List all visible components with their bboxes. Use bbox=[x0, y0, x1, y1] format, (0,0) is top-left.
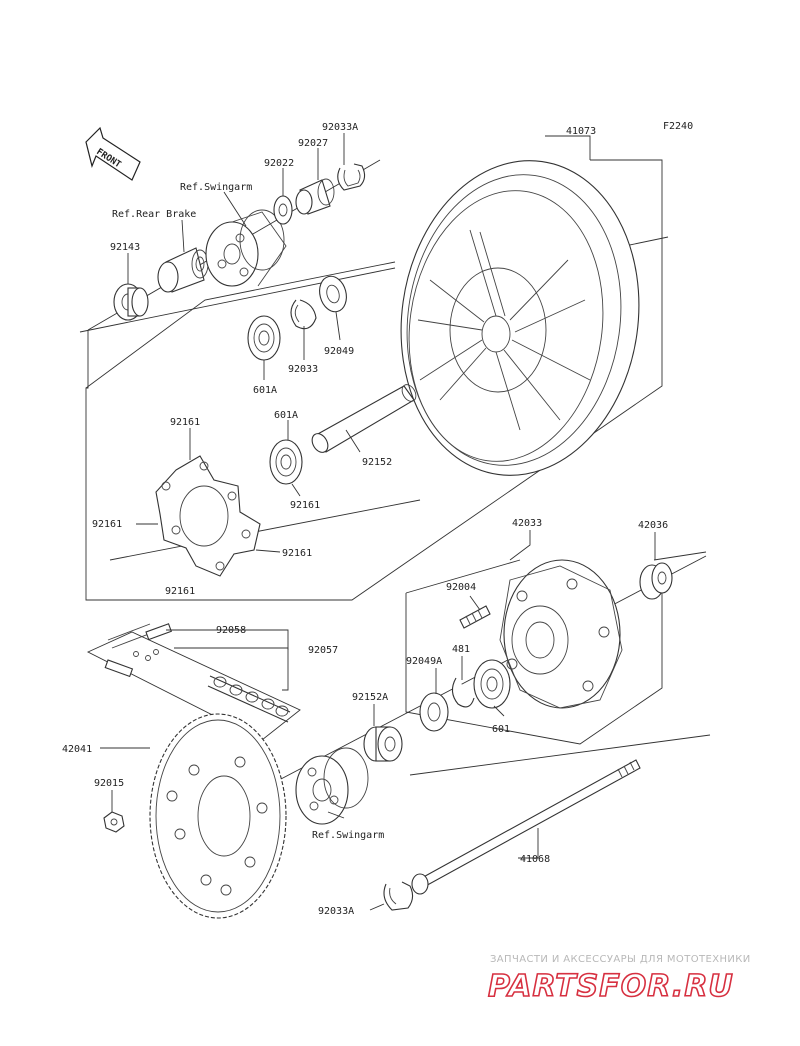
nut-92015 bbox=[103, 811, 125, 833]
label-41068: 41068 bbox=[520, 854, 550, 865]
label-92033a-top: 92033A bbox=[322, 122, 358, 133]
drive-chain-92057 bbox=[207, 675, 291, 723]
bearing-601a-mid bbox=[269, 439, 303, 485]
rear-brake-sleeve bbox=[157, 247, 209, 293]
stud-92004 bbox=[459, 605, 491, 629]
label-92161-mid: 92161 bbox=[290, 500, 320, 511]
label-92004: 92004 bbox=[446, 582, 476, 593]
label-601a-top: 601A bbox=[253, 385, 277, 396]
label-42033: 42033 bbox=[512, 518, 542, 529]
figure-code: F2240 bbox=[663, 121, 693, 132]
collar-92143 bbox=[113, 283, 149, 321]
label-42041: 42041 bbox=[62, 744, 92, 755]
label-ref-rear-brake: Ref.Rear Brake bbox=[112, 209, 196, 220]
label-41073: 41073 bbox=[566, 126, 596, 137]
label-92027: 92027 bbox=[298, 138, 328, 149]
label-92049: 92049 bbox=[324, 346, 354, 357]
circlip-92033a-top bbox=[337, 163, 366, 191]
label-92161-top: 92161 bbox=[170, 417, 200, 428]
label-42036: 42036 bbox=[638, 520, 668, 531]
label-92015: 92015 bbox=[94, 778, 124, 789]
coupling-top bbox=[205, 209, 287, 287]
circlip-481 bbox=[451, 677, 475, 708]
bearing-601a-top bbox=[247, 315, 281, 361]
label-92033a-bottom: 92033A bbox=[318, 906, 354, 917]
spacer-tube-92152 bbox=[311, 384, 417, 453]
label-92152: 92152 bbox=[362, 457, 392, 468]
partsfor-watermark: ЗАПЧАСТИ И АКСЕССУАРЫ ДЛЯ МОТОТЕХНИКИ PA… bbox=[487, 954, 751, 1005]
watermark-tagline: ЗАПЧАСТИ И АКСЕССУАРЫ ДЛЯ МОТОТЕХНИКИ bbox=[490, 954, 751, 965]
leader-lines bbox=[100, 133, 707, 911]
collar-92027 bbox=[295, 178, 335, 215]
label-92057: 92057 bbox=[308, 645, 338, 656]
circlip-92033a-bottom bbox=[383, 881, 414, 911]
hub-group-outline bbox=[405, 565, 663, 745]
circlip-92033 bbox=[290, 299, 317, 330]
label-601: 601 bbox=[492, 724, 510, 735]
label-92143: 92143 bbox=[110, 242, 140, 253]
label-92033: 92033 bbox=[288, 364, 318, 375]
label-ref-swingarm-bottom: Ref.Swingarm bbox=[312, 830, 384, 841]
bearing-601 bbox=[473, 659, 511, 709]
collar-42036 bbox=[639, 562, 673, 600]
label-92152a: 92152A bbox=[352, 692, 388, 703]
rear-hub-42033 bbox=[499, 559, 623, 709]
label-601a-mid: 601A bbox=[274, 410, 298, 421]
coupling-bottom bbox=[295, 747, 369, 825]
collar-92022 bbox=[273, 195, 293, 225]
oil-seal-92049a bbox=[419, 692, 449, 732]
collar-92152a bbox=[363, 726, 403, 762]
front-arrow-icon: FRONT bbox=[85, 126, 141, 181]
watermark-brand: PARTSFOR.RU bbox=[488, 969, 734, 1004]
damper-rubber-92161 bbox=[155, 455, 261, 577]
label-92049a: 92049A bbox=[406, 656, 442, 667]
label-92058: 92058 bbox=[216, 625, 246, 636]
rear-sprocket-42041 bbox=[149, 713, 287, 919]
rear-axle-41068 bbox=[411, 759, 641, 895]
label-92161-left: 92161 bbox=[92, 519, 122, 530]
oil-seal-92049 bbox=[319, 275, 347, 313]
label-92022: 92022 bbox=[264, 158, 294, 169]
chain-joint-92058 bbox=[104, 623, 172, 678]
wheel-group-outline bbox=[85, 159, 663, 601]
chain-group-outline bbox=[86, 631, 301, 741]
label-ref-swingarm-top: Ref.Swingarm bbox=[180, 182, 252, 193]
label-92161-right: 92161 bbox=[282, 548, 312, 559]
label-92161-bottom: 92161 bbox=[165, 586, 195, 597]
rear-wheel-rim bbox=[400, 160, 640, 476]
part-labels: 41073 92033A 92027 92022 Ref.Swingarm Re… bbox=[62, 122, 668, 917]
label-481: 481 bbox=[452, 644, 470, 655]
